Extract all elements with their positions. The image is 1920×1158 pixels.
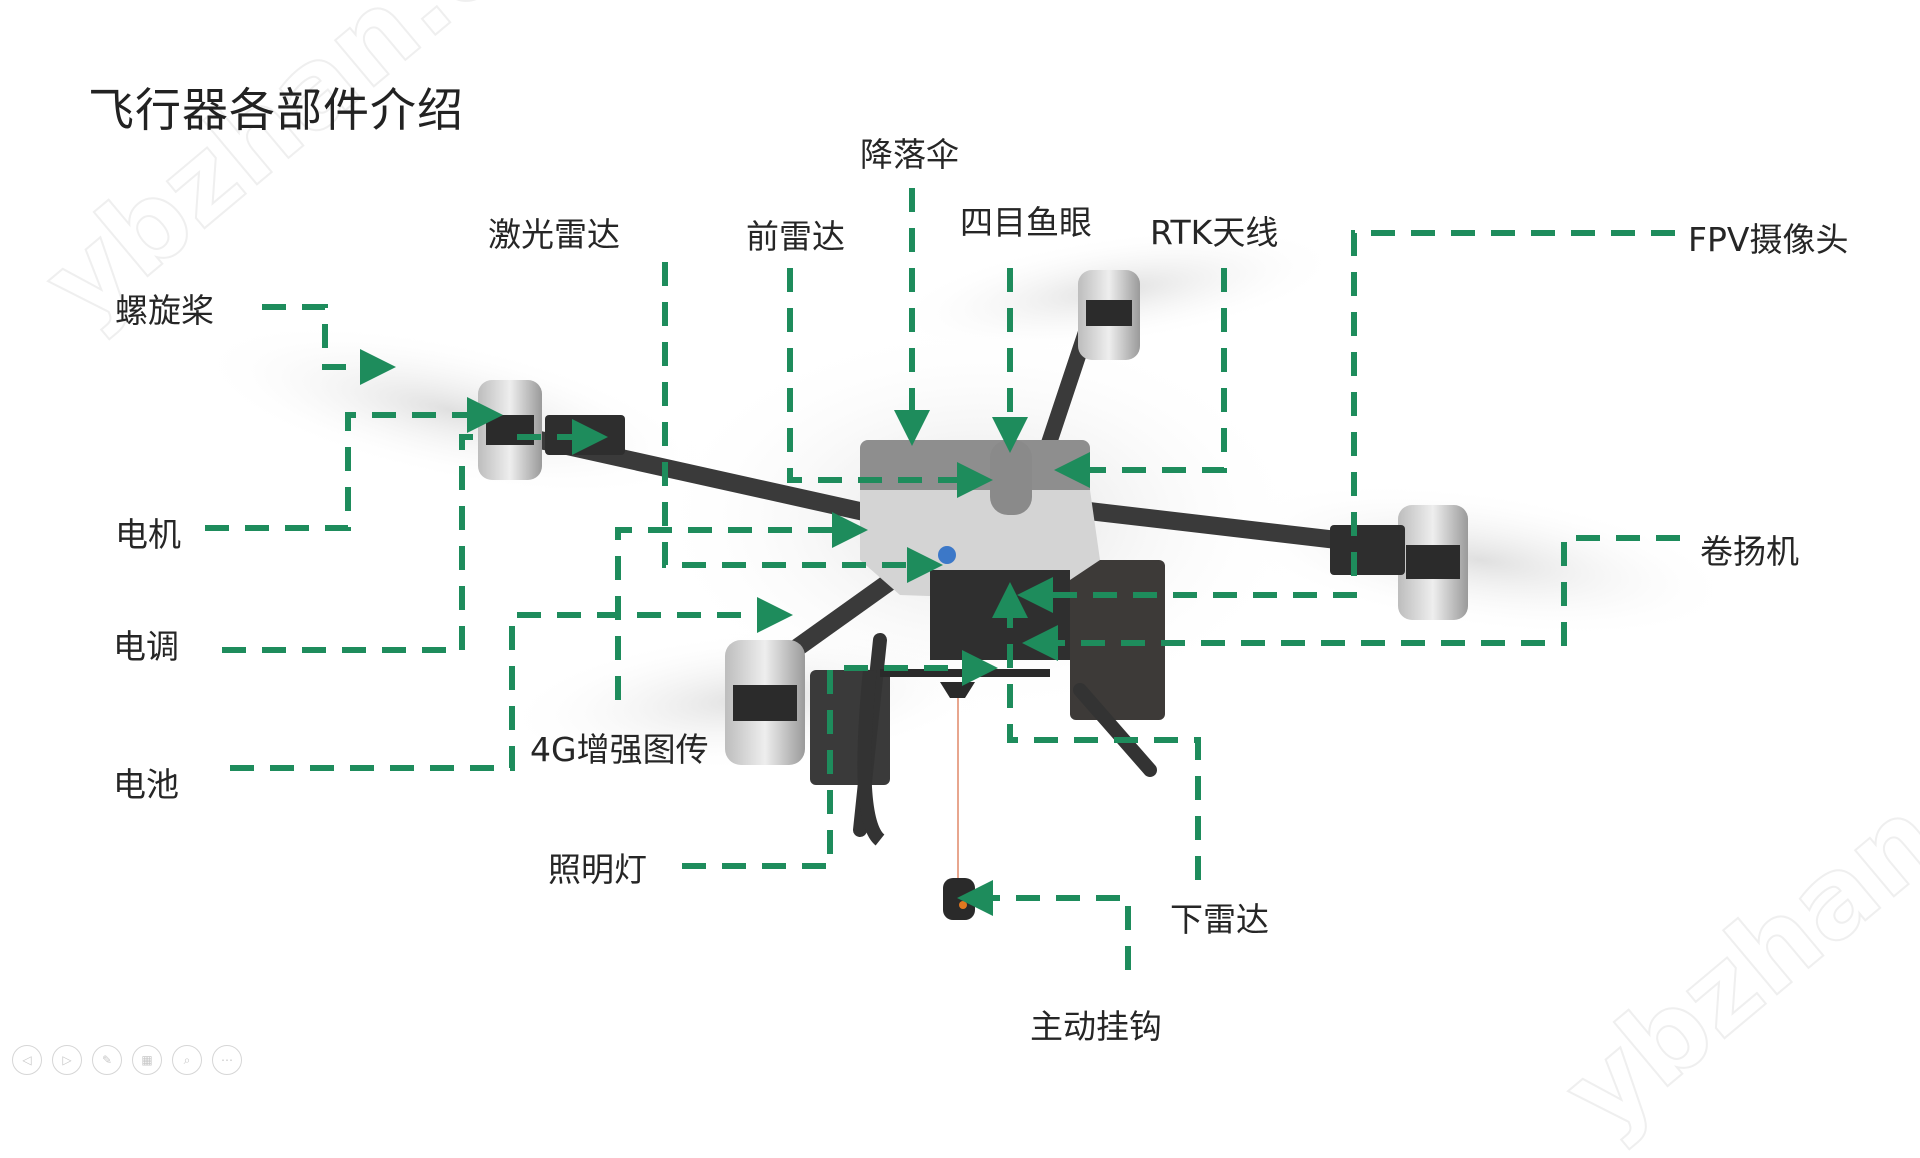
label-esc: 电调	[113, 627, 179, 666]
leader-winch	[1022, 535, 1680, 661]
next-slide-button[interactable]: ▷	[52, 1045, 82, 1075]
label-battery: 电池	[113, 765, 179, 804]
label-rtk-antenna: RTK天线	[1150, 213, 1279, 252]
leader-hook	[957, 880, 1131, 970]
label-lidar: 激光雷达	[488, 215, 620, 254]
motor-front-right	[725, 640, 805, 765]
label-bottom-radar: 下雷达	[1170, 900, 1269, 939]
label-propeller: 螺旋桨	[115, 291, 214, 330]
slide-overview-button[interactable]: ▦	[132, 1045, 162, 1075]
leader-4g	[615, 512, 868, 700]
more-options-button[interactable]: ⋯	[212, 1045, 242, 1075]
leader-front-radar	[787, 268, 993, 498]
leader-motor	[205, 397, 503, 531]
label-front-radar: 前雷达	[746, 217, 845, 256]
slide-title: 飞行器各部件介绍	[88, 83, 464, 137]
leader-fpv	[1017, 230, 1675, 613]
leader-rtk	[1054, 268, 1227, 488]
label-active-hook: 主动挂钩	[1030, 1007, 1162, 1046]
label-lighting: 照明灯	[548, 850, 647, 889]
leader-battery	[230, 597, 793, 771]
previous-slide-button[interactable]: ◁	[12, 1045, 42, 1075]
leader-lidar	[662, 262, 943, 583]
label-fisheye: 四目鱼眼	[960, 203, 1092, 242]
leader-propeller	[262, 304, 396, 385]
motor-rear	[1078, 270, 1140, 360]
label-fpv-camera: FPV摄像头	[1688, 220, 1849, 259]
zoom-button[interactable]: ⌕	[172, 1045, 202, 1075]
player-controls: ◁ ▷ ✎ ▦ ⌕ ⋯	[12, 1045, 242, 1075]
drone-illustration	[195, 226, 1738, 920]
label-parachute: 降落伞	[860, 135, 959, 174]
leader-lines	[205, 188, 1680, 970]
label-4g-transmission: 4G增强图传	[530, 730, 709, 769]
leader-esc	[222, 434, 480, 653]
label-winch: 卷扬机	[1700, 532, 1799, 571]
pen-tool-button[interactable]: ✎	[92, 1045, 122, 1075]
label-motor: 电机	[115, 515, 181, 554]
motor-right	[1398, 505, 1468, 620]
leader-lighting	[682, 650, 998, 869]
